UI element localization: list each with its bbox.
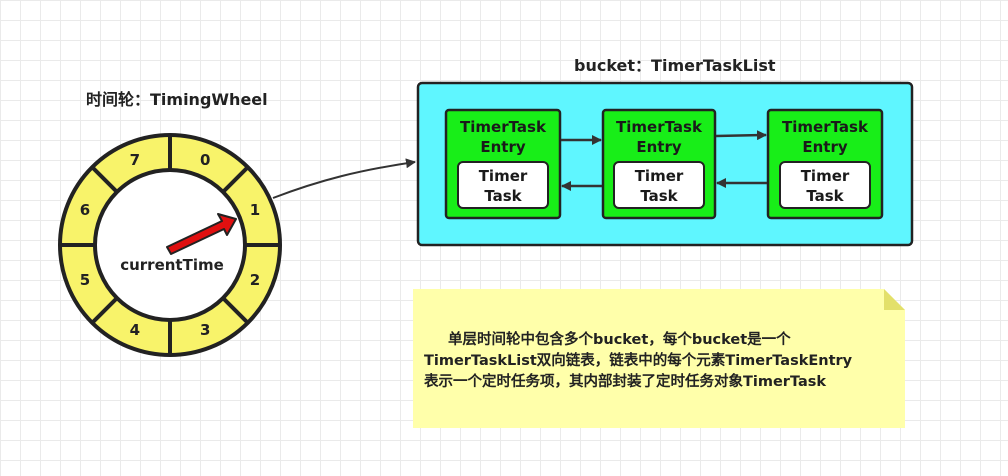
entry-label-line2: Entry: [480, 138, 525, 156]
entry-label-line2: Entry: [636, 138, 681, 156]
entry-label-line1: TimerTask: [616, 118, 703, 136]
timer-task-entry: TimerTask Entry Timer Task: [444, 108, 562, 220]
wheel-dividers: [60, 135, 280, 355]
task-label-line2: Task: [640, 187, 678, 205]
wheel-to-bucket-arrow: [272, 158, 416, 199]
current-time-label: currentTime: [120, 256, 224, 274]
wheel-slot-6: 6: [80, 201, 90, 219]
wheel-slot-5: 5: [80, 271, 90, 289]
wheel-divider: [221, 165, 250, 194]
current-time-pointer: [166, 213, 237, 255]
wheel-divider: [90, 296, 119, 325]
sticky-note: [413, 289, 905, 428]
note-line: 表示一个定时任务项，其内部封装了定时任务对象TimerTask: [424, 374, 827, 390]
entry-label-line1: TimerTask: [782, 118, 869, 136]
timer-task-entry: TimerTask Entry Timer Task: [601, 108, 717, 220]
wheel-slot-7: 7: [130, 151, 140, 169]
task-label-line2: Task: [806, 187, 844, 205]
task-label-line1: Timer: [801, 167, 850, 185]
note-text: 单层时间轮中包含多个bucket，每个bucket是一个 TimerTaskLi…: [424, 330, 898, 393]
timer-task: Timer Task: [457, 161, 549, 209]
entry-label-line2: Entry: [802, 138, 847, 156]
timer-task: Timer Task: [779, 161, 871, 209]
wheel-slot-labels: 0 1 2 3 4 5 6 7: [80, 151, 260, 339]
bucket-title: bucket：TimerTaskList: [574, 56, 776, 75]
wheel-title: 时间轮：TimingWheel: [86, 90, 268, 109]
entry-label-line1: TimerTask: [460, 118, 547, 136]
wheel-slot-1: 1: [250, 201, 260, 219]
bucket-container: TimerTask Entry Timer Task TimerTask Ent…: [416, 81, 914, 247]
timing-wheel: 0 1 2 3 4 5 6 7 currentTime: [58, 133, 282, 357]
note-line: 单层时间轮中包含多个bucket，每个bucket是一个: [448, 332, 791, 348]
note-line: TimerTaskList双向链表，链表中的每个元素TimerTaskEntry: [424, 353, 853, 369]
task-label-line1: Timer: [635, 167, 684, 185]
wheel-slot-2: 2: [250, 271, 260, 289]
wheel-divider: [90, 165, 119, 194]
timer-task: Timer Task: [613, 161, 705, 209]
next-arrow: [715, 130, 767, 141]
note-fold: [884, 289, 905, 310]
task-label-line1: Timer: [479, 167, 528, 185]
task-label-line2: Task: [484, 187, 522, 205]
wheel-slot-4: 4: [130, 321, 140, 339]
wheel-slot-3: 3: [200, 321, 210, 339]
wheel-divider: [221, 296, 250, 325]
timer-task-entry: TimerTask Entry Timer Task: [766, 108, 884, 220]
wheel-slot-0: 0: [200, 151, 210, 169]
note-shape: [413, 289, 905, 428]
